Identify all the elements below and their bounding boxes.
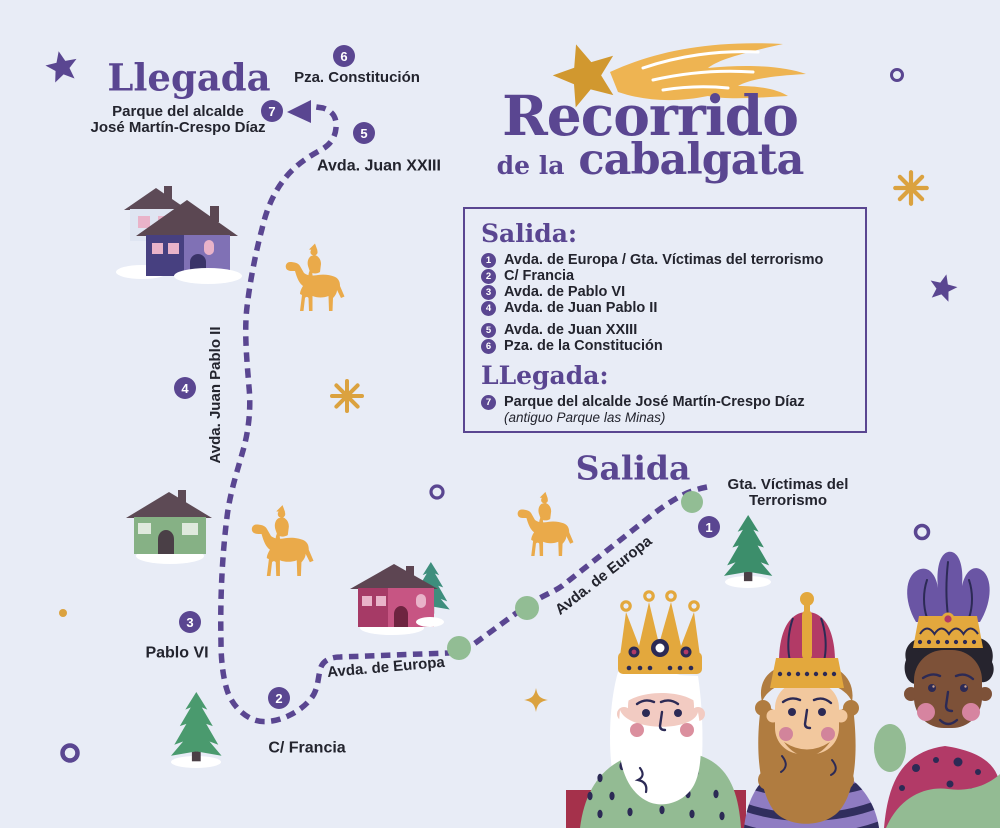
ring-icon	[60, 743, 80, 763]
snowflake-icon	[895, 172, 927, 204]
route-marker-2: 2	[268, 687, 290, 709]
street-label-pza-constitucion: Pza. Constitución	[294, 68, 420, 86]
stop-number-badge: 2	[481, 269, 496, 284]
salida-map-title: Salida	[575, 448, 691, 488]
stop-number-badge: 1	[481, 253, 496, 268]
camel-icon	[285, 243, 345, 311]
house-icon	[126, 490, 212, 564]
legend-arrival-note: (antiguo Parque las Minas)	[504, 410, 666, 425]
camel-icon	[517, 491, 574, 557]
star-icon	[926, 271, 960, 303]
poster-title: Recorrido de la cabalgata	[455, 88, 845, 182]
snowflake-icon	[330, 379, 364, 413]
waypoint-dot	[515, 596, 539, 620]
waypoint-dot	[447, 636, 471, 660]
stop-number-badge: 7	[481, 395, 496, 410]
pine-tree-icon	[724, 515, 773, 588]
llegada-map-title: Llegada	[107, 55, 271, 100]
title-line-2: de la cabalgata	[455, 139, 845, 182]
house-icon	[116, 186, 242, 284]
street-label-avda-juan-xxiii: Avda. Juan XXIII	[317, 157, 441, 175]
pine-tree-icon	[171, 692, 222, 768]
ring-icon	[429, 484, 445, 500]
street-label-c-francia: C/ Francia	[268, 739, 346, 757]
waypoint-dot	[681, 491, 703, 513]
shooting-star-icon	[545, 34, 806, 112]
title-de-la: de la	[496, 151, 565, 180]
stop-number-badge: 4	[481, 301, 496, 316]
route-marker-3: 3	[179, 611, 201, 633]
street-label-avda-juan-pablo-ii: Avda. Juan Pablo II	[206, 326, 224, 464]
stop-number-badge: 6	[481, 339, 496, 354]
route-arrow-icon	[287, 100, 311, 123]
sparkle-icon	[524, 688, 548, 712]
stop-number-badge: 5	[481, 323, 496, 338]
king-melchior-illustration	[566, 590, 746, 828]
ring-icon	[890, 68, 904, 82]
title-line-1: Recorrido	[502, 83, 799, 148]
stop-number-badge: 3	[481, 285, 496, 300]
route-marker-4: 4	[174, 377, 196, 399]
camel-icon	[251, 505, 314, 576]
street-label-pablo-vi: Pablo VI	[145, 644, 209, 662]
ring-icon	[913, 523, 931, 541]
route-marker-5: 5	[353, 122, 375, 144]
legend-salida-heading: Salida:	[481, 219, 578, 248]
king-gaspar-illustration	[744, 592, 879, 828]
route-marker-1: 1	[698, 516, 720, 538]
title-cabalgata: cabalgata	[578, 135, 804, 185]
dot-icon	[59, 609, 67, 617]
star-icon	[43, 47, 81, 84]
route-marker-7: 7	[261, 100, 283, 122]
route-marker-6: 6	[333, 45, 355, 67]
king-balthazar-illustration	[874, 551, 1000, 828]
legend-llegada-heading: LLegada:	[481, 361, 609, 390]
start-place-label: Gta. Víctimas del Terrorismo	[727, 475, 849, 509]
house-icon	[350, 562, 450, 635]
arrival-place-label: Parque del alcalde José Martín-Crespo Dí…	[90, 102, 266, 136]
